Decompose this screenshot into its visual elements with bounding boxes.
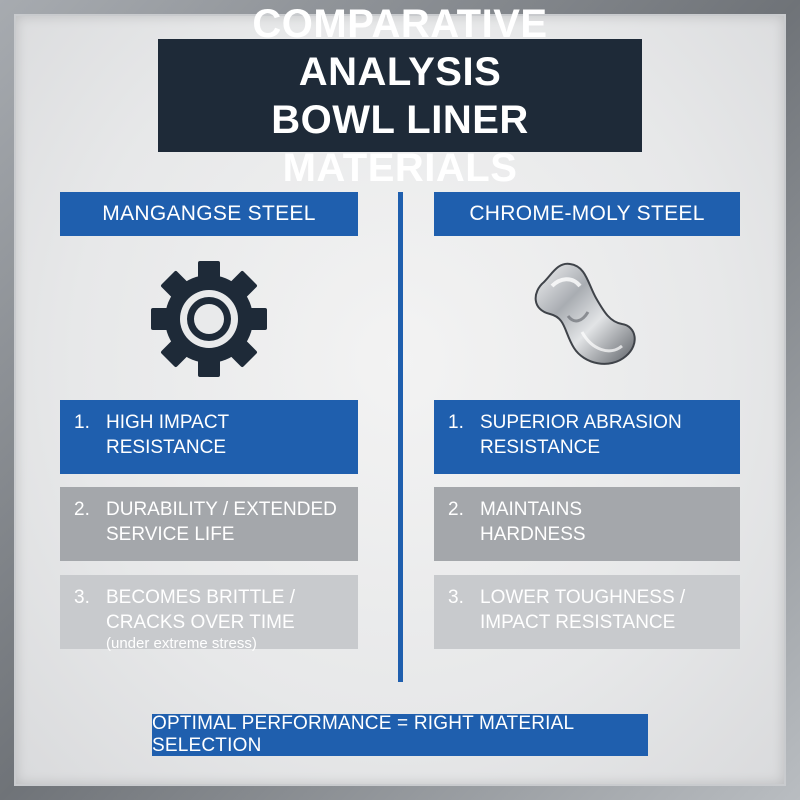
item-number: 3. [448,587,464,608]
item-line: MAINTAINS [480,499,583,520]
left-item-1: 1. HIGH IMPACT RESISTANCE [60,400,358,474]
item-number: 2. [448,499,464,520]
title-line-1: COMPARATIVE ANALYSIS [252,1,548,94]
footer-banner: OPTIMAL PERFORMANCE = RIGHT MATERIAL SEL… [152,713,648,756]
item-number: 1. [74,412,90,433]
item-line: RESISTANCE [106,437,227,458]
column-divider [398,192,403,682]
item-line: HARDNESS [480,524,586,545]
item-number: 1. [448,412,464,433]
item-line: RESISTANCE [480,437,601,458]
item-line: SERVICE LIFE [106,524,235,545]
metal-piece-icon [522,252,652,378]
item-number: 2. [74,499,90,520]
left-item-2: 2. DURABILITY / EXTENDED SERVICE LIFE [60,487,358,561]
right-item-3: 3. LOWER TOUGHNESS / IMPACT RESISTANCE [434,575,740,649]
left-column-header: MANGANGSE STEEL [60,192,358,236]
gear-icon [148,258,270,380]
right-column-header: CHROME-MOLY STEEL [434,192,740,236]
item-line: BECOMES BRITTLE / [106,587,295,608]
item-line: HIGH IMPACT [106,412,230,433]
item-line: SUPERIOR ABRASION [480,412,682,433]
item-line: LOWER TOUGHNESS / [480,587,686,608]
title-banner: COMPARATIVE ANALYSIS BOWL LINER MATERIAL… [158,2,642,190]
item-number: 3. [74,587,90,608]
item-note: (under extreme stress) [106,635,257,652]
item-line: CRACKS OVER TIME [106,612,295,633]
item-line: IMPACT RESISTANCE [480,612,676,633]
right-item-2: 2. MAINTAINS HARDNESS [434,487,740,561]
title-line-2: BOWL LINER MATERIALS [271,97,529,190]
right-item-1: 1. SUPERIOR ABRASION RESISTANCE [434,400,740,474]
item-line: DURABILITY / EXTENDED [106,499,337,520]
left-item-3: 3. BECOMES BRITTLE / CRACKS OVER TIME (u… [60,575,358,652]
